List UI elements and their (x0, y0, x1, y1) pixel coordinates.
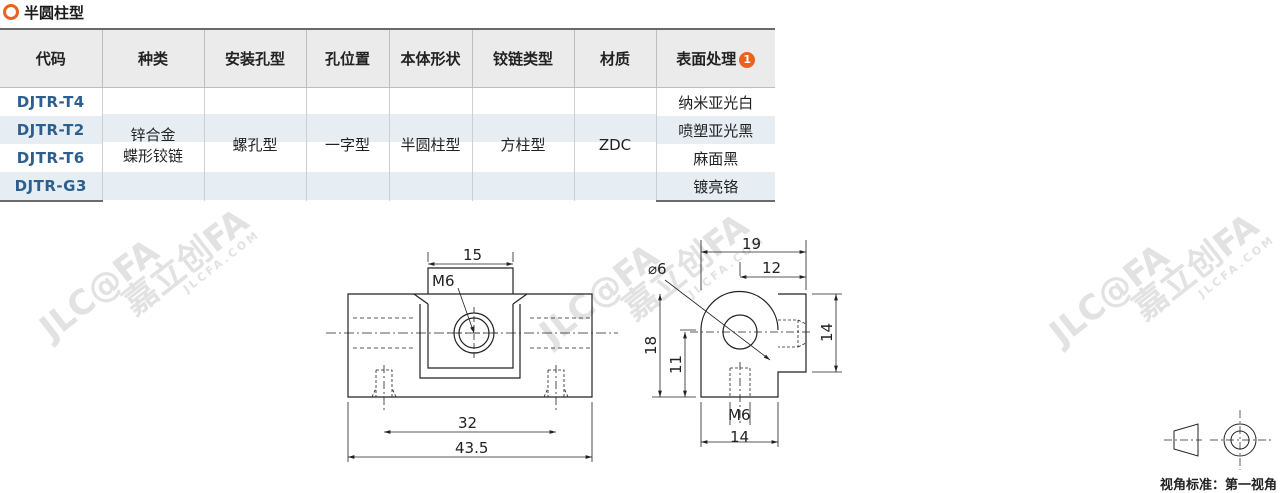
dim-side-thread: M6 (728, 406, 751, 424)
material-cell: ZDC (573, 87, 656, 201)
first-angle-projection-icon (1164, 410, 1272, 470)
product-code-link[interactable]: DJTR-G3 (0, 172, 102, 202)
table-row: DJTR-T4 锌合金 蝶形铰链 螺孔型 一字型 半圆柱型 方柱型 ZDC 纳米… (0, 87, 775, 201)
kind-line1: 锌合金 (130, 125, 176, 144)
dim-center-height: 11 (667, 355, 685, 374)
mount-hole-cell: 螺孔型 (203, 87, 306, 201)
header-code: 代码 (0, 28, 102, 88)
dim-slot-width: 15 (463, 246, 482, 264)
surface-cell: 纳米亚光白 (655, 87, 775, 116)
header-material: 材质 (573, 28, 656, 88)
product-code-link[interactable]: DJTR-T2 (0, 116, 102, 144)
header-mount-hole: 安装孔型 (203, 28, 306, 88)
body-shape-cell: 半圆柱型 (388, 87, 472, 201)
dim-front-width: 43.5 (455, 439, 488, 457)
dim-bottom-width: 14 (730, 428, 749, 446)
product-code-link[interactable]: DJTR-T4 (16, 93, 85, 111)
surface-cell: 喷塑亚光黑 (655, 116, 775, 144)
front-view (326, 252, 618, 462)
dim-diameter: ⌀6 (648, 260, 667, 278)
header-kind: 种类 (101, 28, 204, 88)
dim-side-width: 19 (742, 235, 761, 253)
header-hole-position: 孔位置 (305, 28, 389, 88)
table-row: DJTR-T6 麻面黑 (0, 144, 775, 172)
dim-side-height: 18 (642, 336, 660, 355)
kind-line2: 蝶形铰链 (122, 146, 183, 165)
hinge-type-cell: 方柱型 (471, 87, 574, 201)
table-row: DJTR-G3 镀亮铬 (0, 172, 775, 202)
surface-cell: 麻面黑 (655, 144, 775, 172)
hole-position-cell: 一字型 (305, 87, 389, 201)
table-row: DJTR-T2 喷塑亚光黑 (0, 116, 775, 144)
dim-side-offset: 12 (762, 259, 781, 277)
circle-bullet-icon (3, 4, 19, 20)
note-badge-icon[interactable]: 1 (739, 52, 756, 68)
section-title: 半圆柱型 (24, 3, 85, 22)
view-standard-label: 视角标准：第一视角 (1159, 478, 1277, 493)
header-surface-label: 表面处理 (676, 50, 737, 68)
kind-cell: 锌合金 蝶形铰链 (101, 87, 204, 201)
dim-hole-pitch: 32 (458, 414, 477, 432)
surface-cell: 镀亮铬 (655, 172, 775, 202)
side-view (652, 240, 842, 447)
section-header: 半圆柱型 (3, 2, 84, 22)
header-body-shape: 本体形状 (388, 28, 472, 88)
dim-front-thread: M6 (432, 272, 455, 290)
dim-right-height: 14 (818, 323, 836, 342)
product-code-link[interactable]: DJTR-T6 (16, 149, 85, 167)
header-hinge-type: 铰链类型 (471, 28, 574, 88)
